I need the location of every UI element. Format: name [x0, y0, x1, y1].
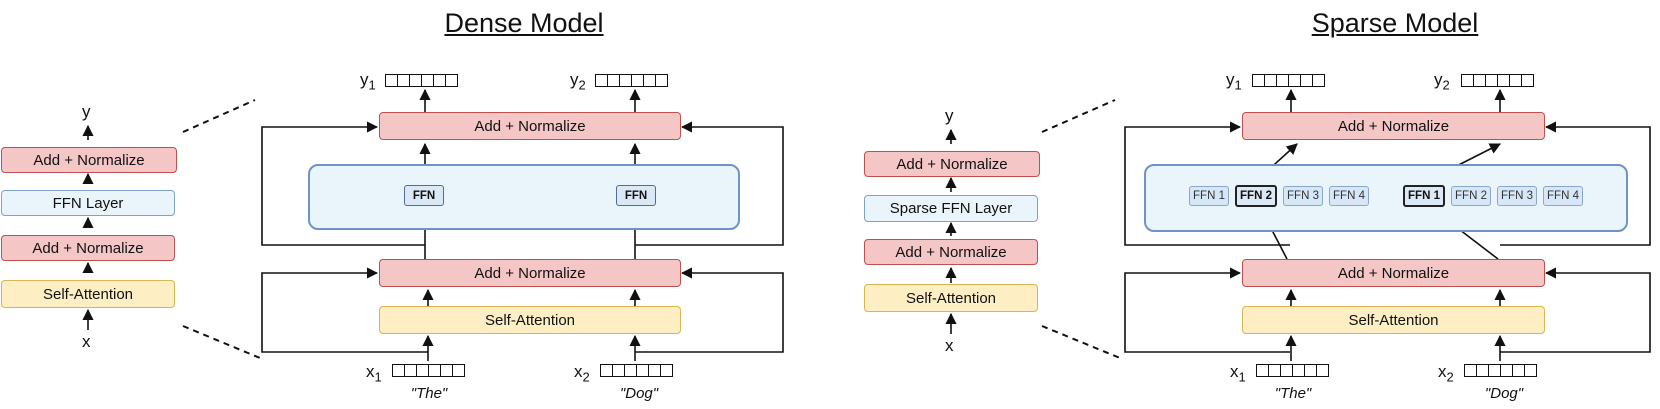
sparse-side-y-label: y [945, 106, 954, 125]
dense-self-attention: Self-Attention [379, 306, 681, 334]
sparse-token-dog: "Dog" [1484, 385, 1524, 402]
sparse-y1-label: y1 [1226, 70, 1242, 93]
sparse-side-sparse-ffn-layer: Sparse FFN Layer [864, 195, 1038, 222]
dense-side-ffn-layer: FFN Layer [1, 190, 175, 216]
sparse-x2-label: x2 [1438, 362, 1454, 385]
dense-x2-label: x2 [574, 362, 590, 385]
dense-token-the: "The" [410, 385, 448, 402]
sparse-expert-right-2: FFN 2 [1451, 186, 1491, 206]
sparse-y2-label: y2 [1434, 70, 1450, 93]
dense-ffn-panel [308, 164, 740, 230]
sparse-expert-left-1: FFN 1 [1189, 186, 1229, 206]
sparse-token-the: "The" [1274, 385, 1312, 402]
sparse-side-add-normalize-top: Add + Normalize [864, 151, 1040, 177]
sparse-expert-right-1-selected: FFN 1 [1403, 185, 1445, 207]
dense-add-normalize-bottom: Add + Normalize [379, 259, 681, 287]
sparse-x2-vector [1464, 364, 1537, 377]
dense-side-add-normalize-top: Add + Normalize [1, 147, 177, 173]
sparse-x1-label: x1 [1230, 362, 1246, 385]
sparse-side-x-label: x [945, 336, 954, 355]
dense-side-self-attention: Self-Attention [1, 280, 175, 308]
sparse-expert-left-3: FFN 3 [1283, 186, 1323, 206]
sparse-add-normalize-top: Add + Normalize [1242, 112, 1545, 140]
dense-add-normalize-top: Add + Normalize [379, 112, 681, 140]
dense-ffn-1: FFN [404, 185, 444, 206]
dense-y1-vector [385, 74, 458, 87]
sparse-model-title: Sparse Model [1311, 8, 1479, 38]
dense-ffn-2: FFN [616, 185, 656, 206]
sparse-expert-right-4: FFN 4 [1543, 186, 1583, 206]
sparse-expert-left-2-selected: FFN 2 [1235, 185, 1277, 207]
dense-model-title: Dense Model [444, 8, 604, 38]
sparse-side-add-normalize-bottom: Add + Normalize [864, 239, 1038, 265]
dense-side-add-normalize-bottom: Add + Normalize [1, 235, 175, 261]
sparse-self-attention: Self-Attention [1242, 306, 1545, 334]
dense-y2-vector [595, 74, 668, 87]
sparse-expert-left-4: FFN 4 [1329, 186, 1369, 206]
dense-side-x-label: x [82, 332, 91, 351]
dense-x1-vector [392, 364, 465, 377]
sparse-y2-vector [1461, 74, 1534, 87]
dense-y2-label: y2 [570, 70, 586, 93]
dense-x1-label: x1 [366, 362, 382, 385]
dense-token-dog: "Dog" [619, 385, 659, 402]
dense-side-y-label: y [82, 102, 91, 121]
sparse-side-self-attention: Self-Attention [864, 284, 1038, 312]
dense-y1-label: y1 [360, 70, 376, 93]
sparse-add-normalize-bottom: Add + Normalize [1242, 259, 1545, 287]
dense-x2-vector [600, 364, 673, 377]
sparse-expert-right-3: FFN 3 [1497, 186, 1537, 206]
sparse-x1-vector [1256, 364, 1329, 377]
sparse-y1-vector [1252, 74, 1325, 87]
